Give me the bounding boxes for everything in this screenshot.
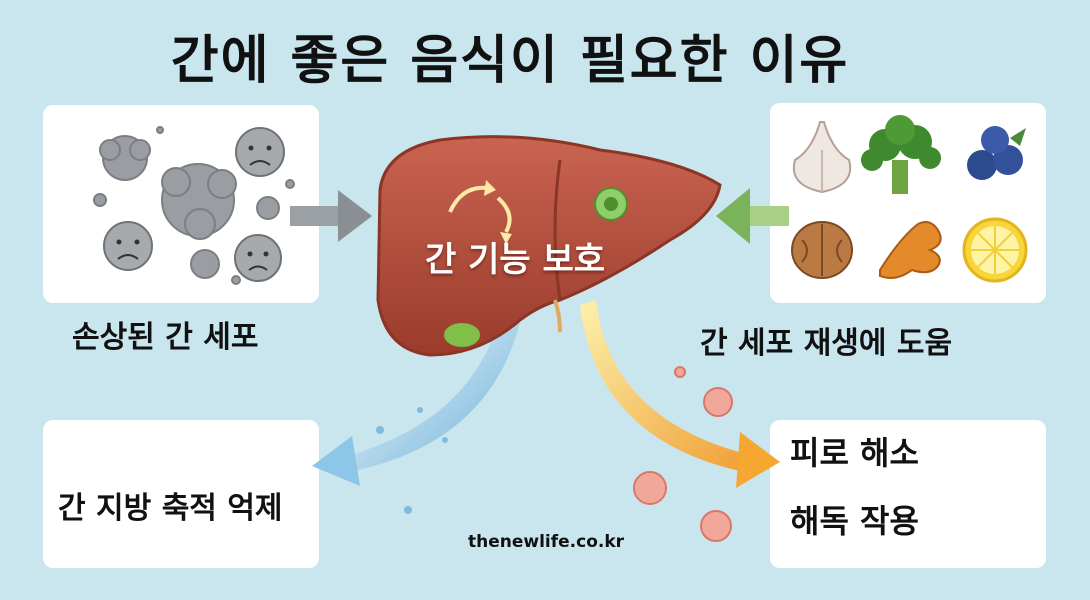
top-left-caption: 손상된 간 세포 [72,320,259,355]
page-title: 간에 좋은 음식이 필요한 이유 [170,31,850,91]
walnut-icon [791,221,853,279]
fat-card [43,420,319,568]
bottom-right-caption-1: 피로 해소 [790,434,919,472]
broccoli-icon [861,115,941,194]
center-label: 간 기능 보호 [425,240,606,280]
red-blood-cell-icon [633,366,733,542]
damaged-cell-icon [93,126,295,285]
bottom-right-caption-2: 해독 작용 [790,502,919,540]
green-arrow-icon [716,188,789,244]
turmeric-icon [879,221,942,279]
footer-watermark: thenewlife.co.kr [468,532,625,552]
recycle-arrow-icon [448,180,512,244]
bottom-left-caption: 간 지방 축적 억제 [58,491,283,526]
gray-arrow-icon [290,190,372,242]
lemon-icon [962,217,1028,283]
sad-face-icon [103,127,285,282]
gold-stream-icon [580,300,780,488]
garlic-icon [792,121,852,194]
liver-icon [376,135,722,357]
detox-card [770,420,1046,568]
top-right-caption: 간 세포 재생에 도움 [700,326,953,361]
blueberry-icon [967,126,1026,180]
